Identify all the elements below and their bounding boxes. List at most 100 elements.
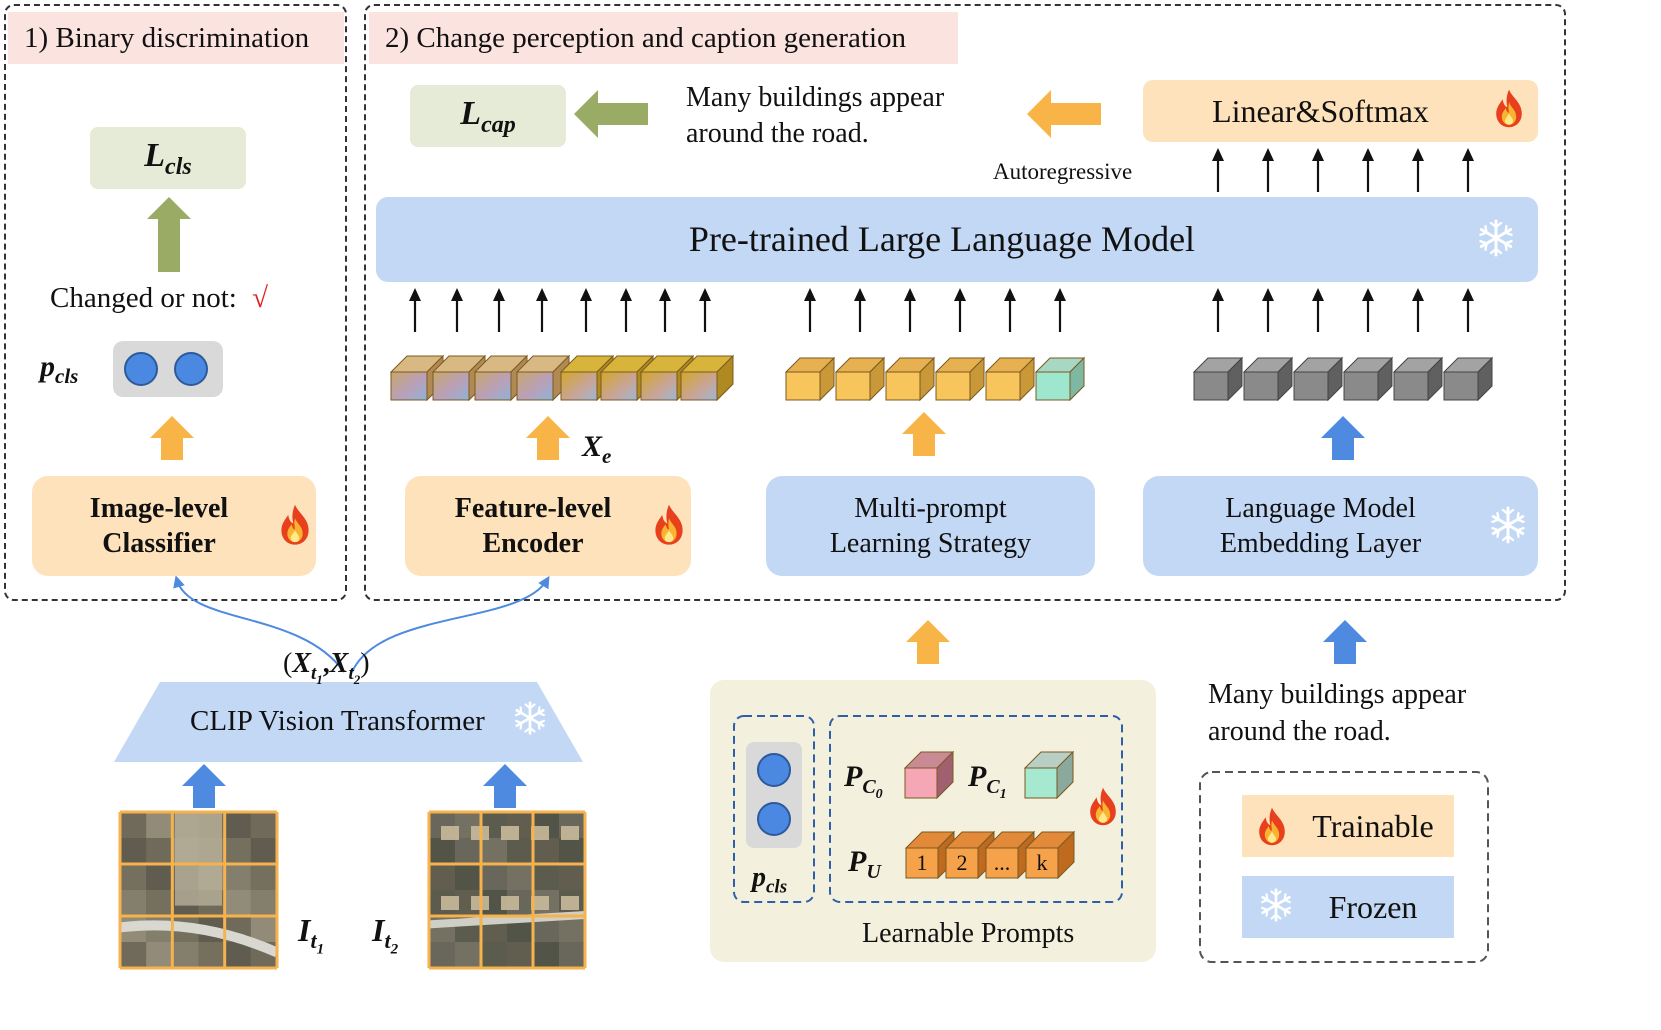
xe-label: Xe [582,430,611,469]
it1-sub: t [310,928,317,954]
xt1-idx: 1 [316,671,323,687]
output-token-arrow-0-head [1212,148,1224,161]
pcls-bottom-sub: cls [766,876,788,898]
xt2-idx: 2 [353,671,361,687]
output-caption-line-2: around the road. [686,118,869,149]
encoder-fire-icon [652,503,686,551]
xt1-sub: t [311,662,317,684]
output-caption: Many buildings appear around the road. [686,80,944,152]
arrow-prompts-to-strategy [906,620,950,664]
prompt-line-1: Multi-prompt [854,493,1007,524]
text-token-0 [1192,356,1244,402]
image-t2 [427,810,587,970]
pcls-top-label: pcls [40,350,78,389]
linear-softmax-label: Linear&Softmax [1212,93,1429,129]
prompts-dashed-box [829,715,1123,903]
learnable-prompts-label: Learnable Prompts [862,918,1075,949]
embed-line-1: Language Model [1225,493,1416,524]
pcls-bottom-main: p [752,862,766,893]
llm-snowflake-icon [1476,218,1516,263]
clip-trapezoid [114,682,583,762]
feature-token-t2-3 [679,354,735,402]
prompt-token-cls [1034,356,1086,402]
xt-close-paren: ) [360,648,370,679]
pc1-label: PC1 [968,760,1007,803]
image-t1 [118,810,280,970]
it2-sub: t [384,928,391,954]
legend-snowflake-icon [1258,887,1294,928]
pu-token-label-3: k [1036,850,1048,875]
arrow-embed-to-tokens [1321,416,1365,460]
xt-comma: , [322,648,330,679]
text-token-arrow-4-head [1412,288,1424,301]
loss-cls-box: Lcls [90,127,246,189]
it1-idx: 1 [316,941,325,958]
prompt-token-arrow-1-head [854,288,866,301]
xe-sub: e [602,444,612,468]
pcls-bottom-dot-2 [757,802,791,836]
classifier-line-1: Image-level [89,493,229,524]
pu-token-label-2: ... [993,850,1011,875]
encoder-line-1: Feature-level [454,493,612,524]
prompt-token-arrow-2-head [904,288,916,301]
prompt-token-arrow-4-head [1004,288,1016,301]
input-caption-line-2: around the road. [1208,716,1391,747]
feature-level-encoder-box: Feature-level Encoder [405,476,691,576]
autoregressive-label: Autoregressive [993,159,1133,184]
prompts-fire-icon [1087,786,1119,831]
linear-softmax-box: Linear&Softmax [1143,80,1538,142]
text-token-arrow-0-head [1212,288,1224,301]
it2-main: I [372,912,385,948]
pc0-sub: C [862,776,876,798]
it2-idx: 2 [390,941,399,958]
loss-cap-box: Lcap [410,85,566,147]
image-level-classifier-box: Image-level Classifier [32,476,316,576]
pcls-top-main: p [40,350,55,383]
legend-box [1199,771,1489,963]
pc1-main: P [968,760,987,793]
output-token-arrow-5-head [1462,148,1474,161]
loss-cls-main: L [144,136,166,174]
feature-token-arrow-5-head [620,288,632,301]
it1-main: I [298,912,311,948]
output-token-arrow-2-head [1312,148,1324,161]
prompt-token-0 [784,356,836,402]
changed-or-not-label: Changed or not: √ [50,282,268,315]
pu-token-label-0: 1 [916,850,928,875]
prompt-token-4 [984,356,1036,402]
embed-line-2: Embedding Layer [1219,528,1422,559]
prompt-token-arrow-0-head [804,288,816,301]
text-token-arrow-3-head [1362,288,1374,301]
arrow-caption-to-embed [1323,620,1367,664]
binary-discrimination-panel [4,4,347,601]
prompt-token-2 [884,356,936,402]
pc1-cube [1023,750,1075,800]
xt-pair-label: (Xt1,Xt2) [283,648,370,687]
pu-sub: U [866,861,881,883]
loss-cap-sub: cap [481,111,516,138]
pu-token-label-1: 2 [956,850,968,875]
embed-snowflake-icon [1488,505,1528,550]
pc0-cube [903,750,955,800]
pc0-idx: 0 [875,787,883,802]
loss-cap-main: L [460,94,482,132]
change-caption-panel [364,4,1566,601]
legend-trainable-label: Trainable [1312,808,1434,844]
text-token-2 [1292,356,1344,402]
feature-token-arrow-7-head [699,288,711,301]
arrow-classifier-to-loss [147,197,191,272]
changed-or-not-text: Changed or not: [50,282,237,314]
legend-frozen-label: Frozen [1328,889,1418,925]
text-token-4 [1392,356,1444,402]
embedding-layer-box: Language Model Embedding Layer [1143,476,1538,576]
output-token-arrow-3-head [1362,148,1374,161]
softmax-fire-icon [1493,88,1525,133]
clip-snowflake-icon [512,700,548,741]
pcls-top-dot-1 [124,352,158,386]
multi-prompt-strategy-box: Multi-prompt Learning Strategy [766,476,1095,576]
prompt-line-2: Learning Strategy [829,528,1032,559]
prompt-token-arrow-5-head [1054,288,1066,301]
pc0-label: PC0 [844,760,883,803]
